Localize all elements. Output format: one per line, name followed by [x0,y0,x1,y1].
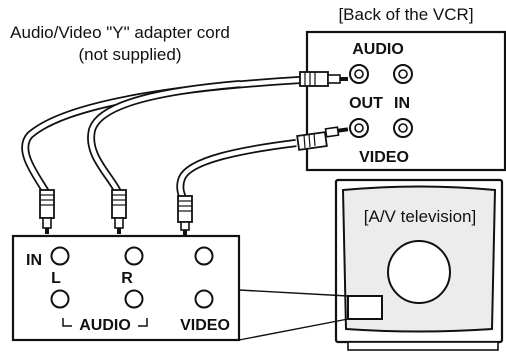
vcr-in-label: IN [394,95,410,112]
tv-audio-r-plug [111,189,127,234]
vcr-video-in-jack [393,118,413,138]
vcr-audio-in-jack [393,64,413,84]
audio-y-cable [21,76,301,195]
tv-l-label: L [51,270,61,287]
vcr-video-out-jack [349,118,369,138]
tv-audio-r-in-jack [124,246,144,266]
tv-video-label: VIDEO [180,317,230,334]
tv-audio-l-plug [39,189,55,234]
vcr-video-plug [296,126,349,151]
tv-knob [387,240,451,304]
callout-line-bottom [238,318,349,341]
tv-label: [A/V television] [364,207,476,226]
tv-base [347,341,499,351]
vcr-out-label: OUT [349,95,383,112]
vcr-audio-out-jack [349,64,369,84]
cord-label-line2: (not supplied) [78,45,181,64]
av-television: [A/V television] [334,178,504,351]
vcr-video-label: VIDEO [359,149,409,166]
audio-bracket-right [138,318,148,327]
tv-input-area [347,295,383,320]
tv-audio-l-in-jack [50,246,70,266]
vcr-panel [305,30,506,172]
video-cable [176,139,297,202]
tv-video-plug [177,195,193,235]
vcr-audio-plug [299,71,348,87]
cord-label-line1: Audio/Video "Y" adapter cord [10,23,230,42]
vcr-title: [Back of the VCR] [338,5,473,24]
tv-video-out-jack [194,289,214,309]
tv-r-label: R [121,270,133,287]
callout-line-top [238,289,349,297]
tv-audio-label: AUDIO [79,317,131,334]
vcr-audio-label: AUDIO [352,41,404,58]
tv-in-label: IN [26,252,42,269]
tv-audio-r-out-jack [124,289,144,309]
tv-audio-l-out-jack [50,289,70,309]
audio-bracket-left [62,318,72,327]
tv-video-in-jack [194,246,214,266]
